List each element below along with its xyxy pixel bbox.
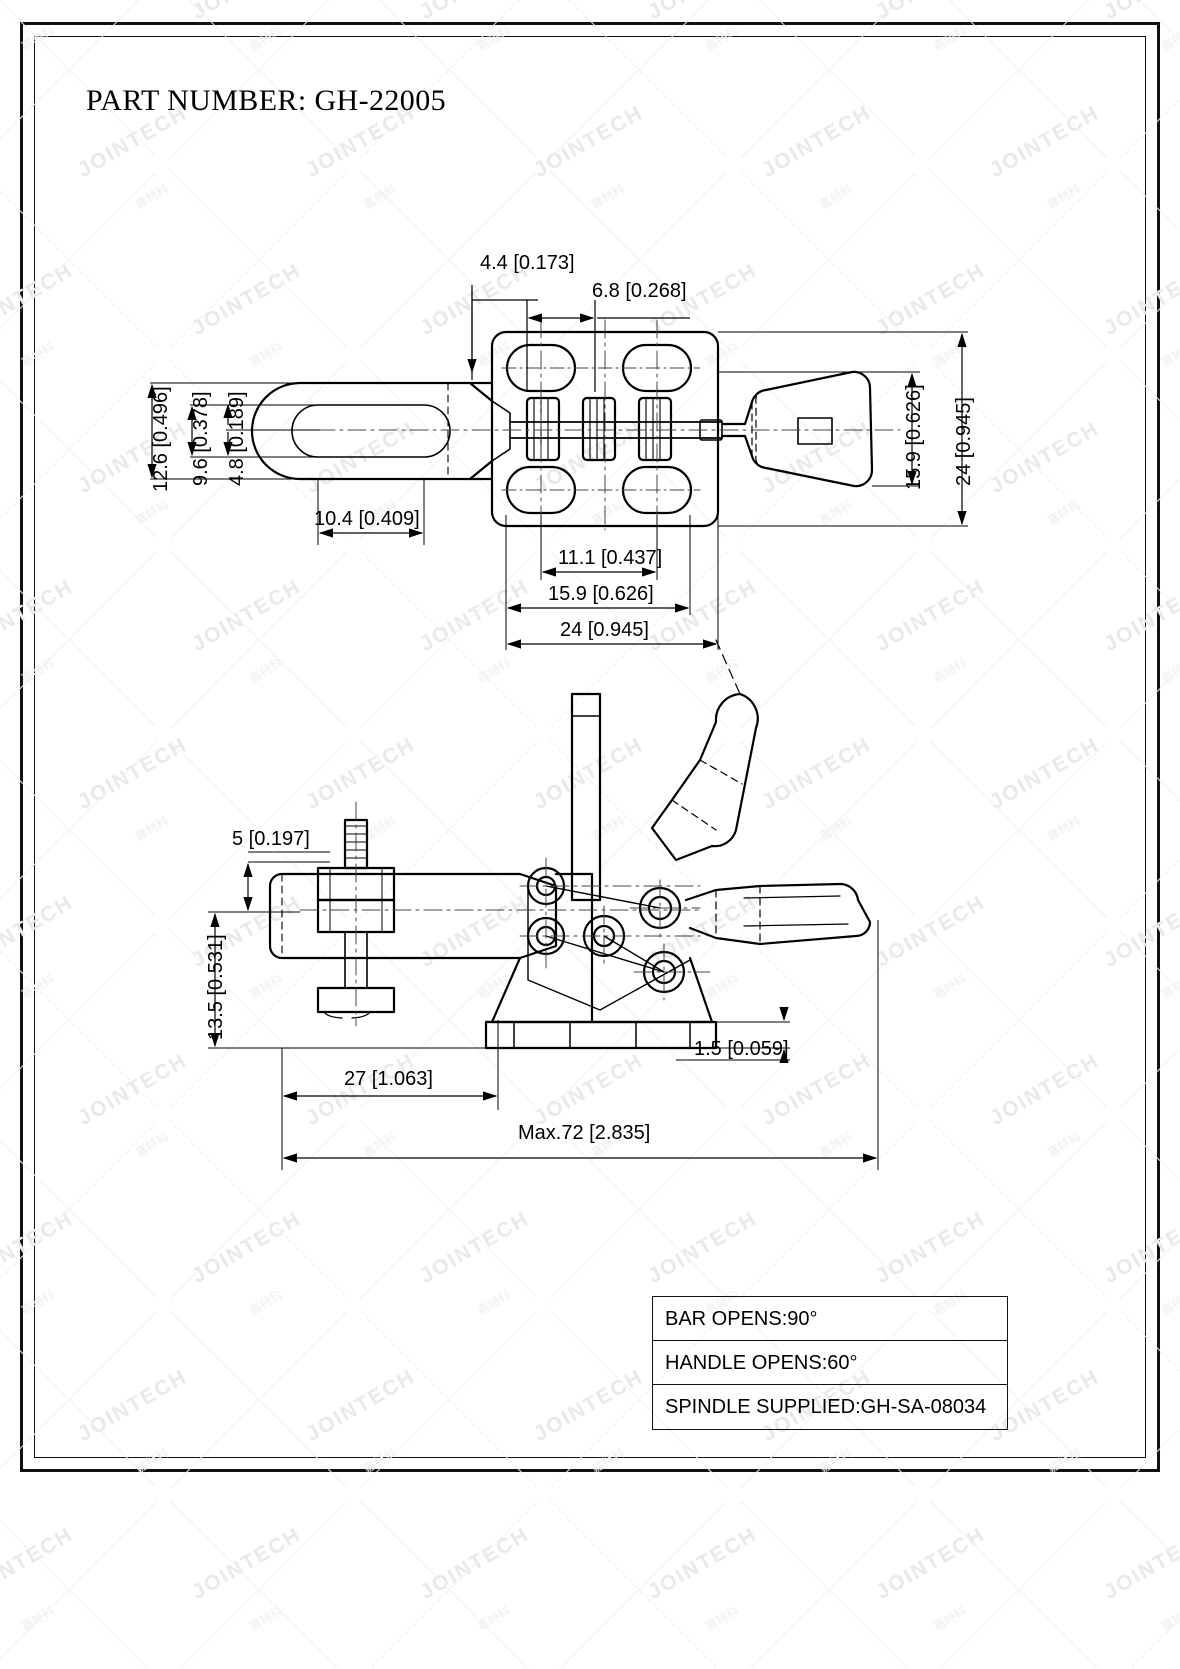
dim-label-5: 5 [0.197]	[232, 828, 310, 850]
top-view-geometry	[250, 319, 901, 531]
dim-label-9-6: 9.6 [0.378]	[190, 391, 212, 486]
dim-label-12-6: 12.6 [0.496]	[150, 386, 172, 492]
dim-label-27: 27 [1.063]	[344, 1068, 433, 1090]
dim-label-4-8: 4.8 [0.189]	[226, 391, 248, 486]
dim-label-1-5: 1.5 [0.059]	[694, 1038, 789, 1060]
info-row-handle-opens: HANDLE OPENS:60°	[653, 1341, 1007, 1385]
side-view-geometry	[268, 639, 872, 1050]
info-row-bar-opens: BAR OPENS:90°	[653, 1297, 1007, 1341]
page-title: PART NUMBER: GH-22005	[86, 84, 446, 117]
info-row-spindle: SPINDLE SUPPLIED:GH-SA-08034	[665, 1396, 987, 1418]
dim-label-24: 24 [0.945]	[560, 619, 649, 641]
dim-label-15-9: 15.9 [0.626]	[548, 583, 654, 605]
dim-label-11-1: 11.1 [0.437]	[558, 547, 663, 569]
dim-label-15-9-right: 15.9 [0.626]	[903, 384, 925, 490]
info-table: BAR OPENS:90° HANDLE OPENS:60° SPINDLE S…	[652, 1296, 1008, 1430]
dim-label-24-right: 24 [0.945]	[953, 397, 975, 486]
dim-label-4-4: 4.4 [0.173]	[480, 252, 575, 274]
dim-label-max72: Max.72 [2.835]	[518, 1122, 651, 1144]
dim-label-10-4: 10.4 [0.409]	[314, 508, 420, 530]
dim-label-6-8: 6.8 [0.268]	[592, 280, 687, 302]
dim-label-13-5: 13.5 [0.531]	[205, 934, 227, 1040]
